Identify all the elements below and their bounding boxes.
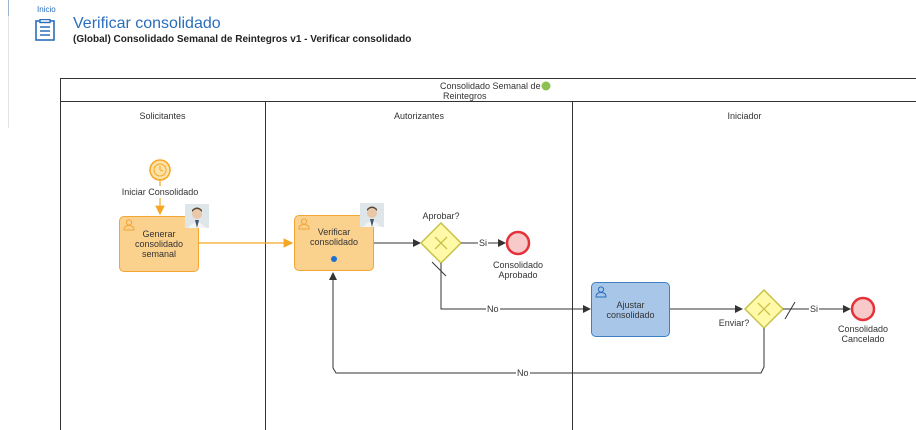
document-list-icon [35,19,55,41]
left-divider [8,0,9,128]
breadcrumb-inicio[interactable]: Inicio [37,5,56,14]
gateway-enviar-label: Enviar? [718,318,750,328]
task-ajustar-label: Ajustar consolidado [606,299,655,320]
end-event-cancelado-hit[interactable] [852,298,874,320]
gateway-enviar-hit[interactable] [745,290,783,328]
end-event-aprobado-label: Consolidado Aprobado [488,260,548,280]
pool-label-line1: Consolidado Semanal de [440,81,541,91]
page-title: Verificar consolidado [73,15,221,32]
flow-label-si-enviar: Si [809,304,820,314]
page-subtitle: (Global) Consolidado Semanal de Reintegr… [73,34,412,45]
end-aprobado-line2: Aprobado [498,270,538,280]
lane-label-solicitantes: Solicitantes [139,111,186,121]
lane-label-iniciador: Iniciador [727,111,762,121]
end-cancelado-line1: Consolidado [837,324,889,334]
task-ajustar-consolidado[interactable]: Ajustar consolidado [591,282,670,337]
pool-label: Consolidado Semanal de Reintegros [440,81,541,101]
gateway-aprobar-hit[interactable] [421,223,461,263]
left-divider-accent [8,0,9,16]
pool-status-dot [541,81,551,91]
start-event-timer[interactable] [149,159,171,181]
task-generar-label: Generar consolidado semanal [134,229,184,259]
flow-label-no-aprobar: No [486,304,500,314]
user-icon [123,219,135,231]
end-event-aprobado-hit[interactable] [507,232,529,254]
flow-label-si-aprobar: Si [478,238,489,248]
end-aprobado-line1: Consolidado [492,260,544,270]
user-icon [298,218,310,230]
assignee-avatar-generar [185,204,209,228]
token-dot-icon [331,256,337,262]
end-event-cancelado-label: Consolidado Cancelado [832,324,894,344]
assignee-avatar-verificar [360,203,384,227]
start-event-label: Iniciar Consolidado [121,187,199,197]
gateway-aprobar-label: Aprobar? [422,211,460,221]
pool-label-line2: Reintegros [443,91,487,101]
flow-label-no-enviar: No [516,368,530,378]
lane-label-autorizantes: Autorizantes [393,111,445,121]
user-icon [595,286,607,298]
end-cancelado-line2: Cancelado [841,334,885,344]
flow-enviar-no [329,272,765,374]
task-verificar-label: Verificar consolidado [309,227,359,247]
